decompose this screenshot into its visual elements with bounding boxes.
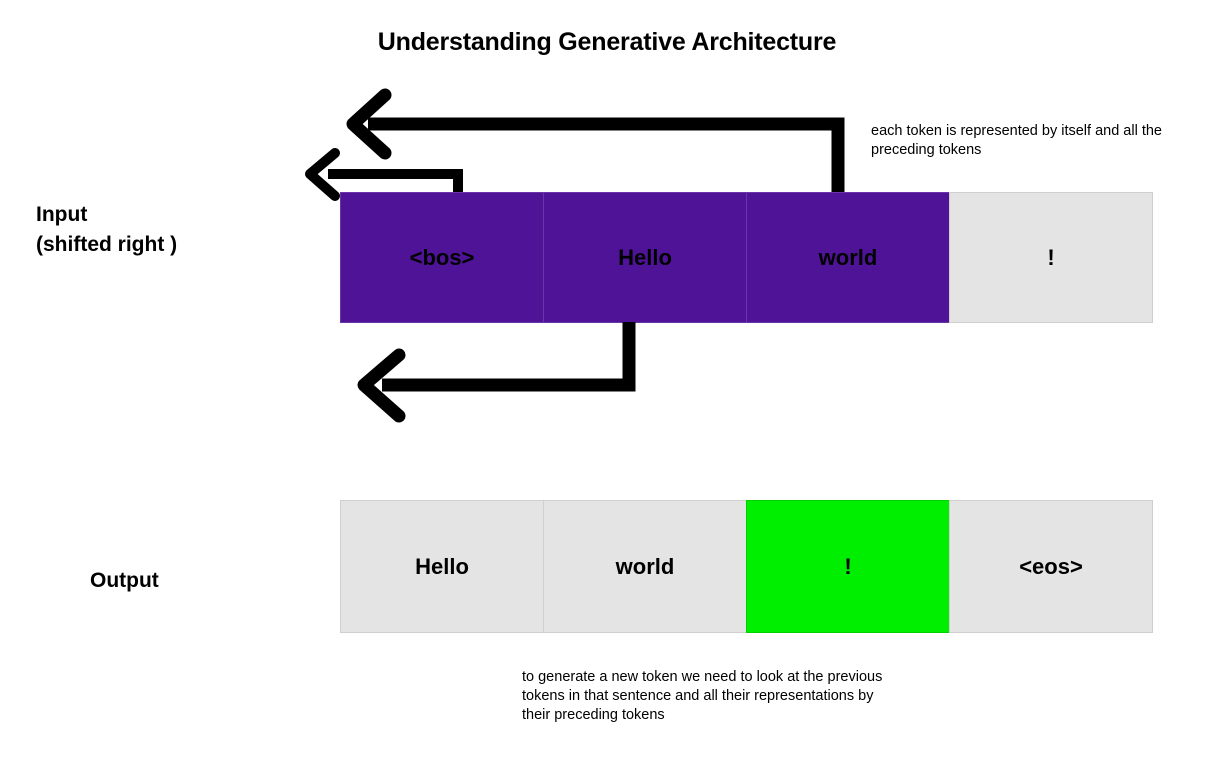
input-token-cell-bos[interactable]: <bos> — [340, 192, 544, 323]
input-token-cell-exclamation[interactable]: ! — [949, 192, 1153, 323]
output-row-label: Output — [90, 569, 159, 592]
output-token-cell-eos[interactable]: <eos> — [949, 500, 1153, 633]
input-token-cell-world[interactable]: world — [746, 192, 950, 323]
input-token-cell-hello[interactable]: Hello — [543, 192, 747, 323]
input-row-label: Input (shifted right ) — [36, 203, 178, 257]
output-token-sequence: Hello world ! <eos> — [340, 500, 1153, 633]
output-token-cell-exclamation[interactable]: ! — [746, 500, 950, 633]
output-token-cell-hello[interactable]: Hello — [340, 500, 544, 633]
output-token-cell-world[interactable]: world — [543, 500, 747, 633]
annotation-token-generation: to generate a new token we need to look … — [522, 669, 883, 724]
annotation-token-representation: each token is represented by itself and … — [871, 123, 1162, 159]
input-token-sequence: <bos> Hello world ! — [340, 192, 1153, 323]
arrow-input-to-output — [357, 322, 636, 423]
arrow-hello-to-left — [305, 148, 463, 201]
arrow-world-to-left — [346, 88, 845, 192]
page-title: Understanding Generative Architecture — [377, 28, 837, 56]
